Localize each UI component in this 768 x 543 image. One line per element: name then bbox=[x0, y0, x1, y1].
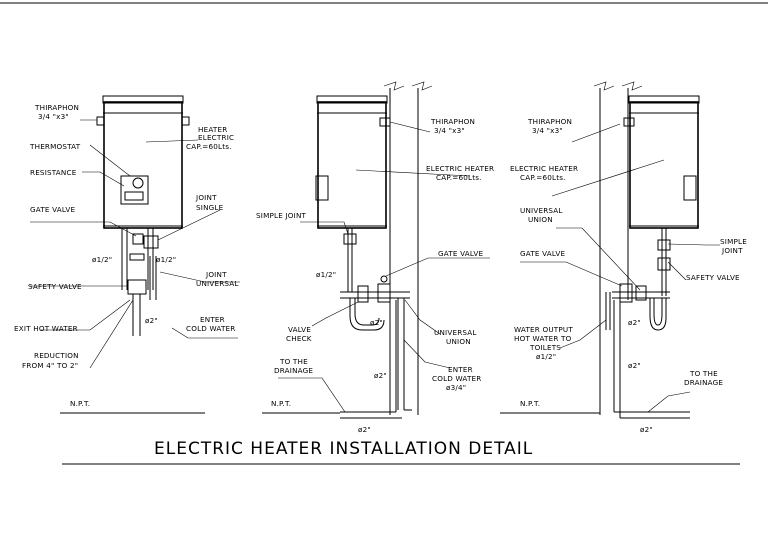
right-detail: THIRAPHON 3/4 "x3" ELECTRIC HEATER CAP.=… bbox=[500, 81, 747, 434]
label-thiraphon: THIRAPHON bbox=[34, 103, 79, 112]
middle-label-diameter-2c: ø2" bbox=[358, 425, 371, 434]
label-joint-universal-2: UNIVERSAL bbox=[196, 279, 239, 288]
middle-trap bbox=[349, 298, 385, 331]
middle-label-universal: UNIVERSAL bbox=[434, 328, 477, 337]
middle-label-cold-diameter: ø3/4" bbox=[446, 383, 466, 392]
right-label-simple: SIMPLE bbox=[720, 237, 747, 246]
label-diameter-2: ø2" bbox=[145, 316, 158, 325]
label-heater-capacity: CAP.=60Lts. bbox=[186, 142, 232, 151]
right-label-npt: N.P.T. bbox=[520, 399, 540, 408]
right-label-drainage: DRAINAGE bbox=[684, 378, 723, 387]
middle-detail: THIRAPHON 3/4 "x3" ELECTRIC HEATER CAP.=… bbox=[256, 81, 494, 434]
right-simple-joint bbox=[657, 239, 671, 251]
right-label-output-diameter: ø1/2" bbox=[536, 352, 556, 361]
right-label-gate-valve: GATE VALVE bbox=[520, 249, 565, 258]
bracket-right bbox=[181, 116, 190, 126]
right-label-universal: UNIVERSAL bbox=[520, 206, 563, 215]
label-joint-universal-1: JOINT bbox=[205, 270, 227, 279]
label-reduction-range: FROM 4" TO 2" bbox=[22, 361, 78, 370]
right-side-panel bbox=[683, 175, 697, 201]
middle-bracket bbox=[379, 117, 391, 127]
thermostat-dial bbox=[132, 177, 144, 189]
middle-label-diameter-2b: ø2" bbox=[374, 371, 387, 380]
middle-side-panel bbox=[315, 175, 329, 201]
gate-valve-left bbox=[132, 233, 144, 245]
right-label-joint: JOINT bbox=[721, 246, 743, 255]
middle-label-diameter-half: ø1/2" bbox=[316, 270, 336, 279]
right-label-capacity: CAP.=60Lts. bbox=[520, 173, 566, 182]
right-label-thiraphon-size: 3/4 "x3" bbox=[532, 126, 563, 135]
right-safety-valve bbox=[657, 257, 671, 271]
label-heater-electric: ELECTRIC bbox=[198, 133, 234, 142]
right-gate-valve bbox=[619, 283, 633, 303]
middle-label-gate-valve: GATE VALVE bbox=[438, 249, 483, 258]
bracket-left bbox=[96, 116, 105, 126]
right-bracket bbox=[623, 117, 635, 127]
right-heater-tank bbox=[629, 101, 699, 229]
middle-label-simple-joint: SIMPLE JOINT bbox=[256, 211, 307, 220]
middle-label-electric-heater: ELECTRIC HEATER bbox=[426, 164, 494, 173]
middle-label-drainage: DRAINAGE bbox=[274, 366, 313, 375]
label-diameter-right: ø1/2" bbox=[156, 255, 176, 264]
resistance-element bbox=[124, 191, 144, 201]
label-thermostat: THERMOSTAT bbox=[29, 142, 81, 151]
middle-label-cold-water: COLD WATER bbox=[432, 374, 482, 383]
right-label-hot-water: HOT WATER TO bbox=[514, 334, 572, 343]
right-label-diameter-2b: ø2" bbox=[628, 361, 641, 370]
right-label-union: UNION bbox=[528, 215, 553, 224]
label-exit-hot-water: EXIT HOT WATER bbox=[14, 324, 78, 333]
middle-gate-valve bbox=[377, 283, 391, 303]
label-heater: HEATER bbox=[198, 125, 227, 134]
right-label-diameter-2c: ø2" bbox=[640, 425, 653, 434]
right-label-thiraphon: THIRAPHON bbox=[527, 117, 572, 126]
label-safety-valve: SAFETY VALVE bbox=[28, 282, 82, 291]
middle-label-thiraphon: THIRAPHON bbox=[430, 117, 475, 126]
middle-valve-check bbox=[357, 285, 369, 303]
middle-label-union: UNION bbox=[446, 337, 471, 346]
middle-heater-tank bbox=[317, 101, 387, 229]
right-label-electric-heater: ELECTRIC HEATER bbox=[510, 164, 578, 173]
drawing-title: ELECTRIC HEATER INSTALLATION DETAIL bbox=[154, 439, 533, 459]
joint-single-fitting bbox=[143, 235, 159, 249]
label-gate-valve: GATE VALVE bbox=[30, 205, 75, 214]
middle-simple-joint bbox=[343, 233, 357, 245]
right-universal-union bbox=[635, 285, 647, 301]
right-label-to-the: TO THE bbox=[689, 369, 718, 378]
label-thiraphon-size: 3/4 "x3" bbox=[38, 112, 69, 121]
thermostat-box bbox=[120, 175, 149, 205]
middle-label-capacity: CAP.=60Lts. bbox=[436, 173, 482, 182]
label-resistance: RESISTANCE bbox=[30, 168, 77, 177]
right-label-water-output: WATER OUTPUT bbox=[514, 325, 573, 334]
right-label-diameter-2a: ø2" bbox=[628, 318, 641, 327]
middle-label-diameter-2a: ø2" bbox=[370, 318, 383, 327]
middle-label-thiraphon-size: 3/4 "x3" bbox=[434, 126, 465, 135]
safety-valve-body bbox=[127, 279, 147, 295]
label-diameter-left: ø1/2" bbox=[92, 255, 112, 264]
right-label-toilets: TOILETS bbox=[529, 343, 561, 352]
middle-label-valve: VALVE bbox=[288, 325, 311, 334]
label-npt-left: N.P.T. bbox=[70, 399, 90, 408]
right-label-safety-valve: SAFETY VALVE bbox=[686, 273, 740, 282]
right-trap bbox=[649, 298, 667, 331]
middle-label-to-the: TO THE bbox=[279, 357, 308, 366]
middle-label-check: CHECK bbox=[286, 334, 312, 343]
left-detail: THIRAPHON 3/4 "x3" HEATER ELECTRIC CAP.=… bbox=[14, 95, 240, 414]
middle-label-enter: ENTER bbox=[448, 365, 473, 374]
label-enter: ENTER bbox=[200, 315, 225, 324]
heater-tank bbox=[103, 101, 183, 229]
label-joint: JOINT bbox=[195, 193, 217, 202]
heater-top-cap bbox=[102, 95, 184, 104]
label-cold-water: COLD WATER bbox=[186, 324, 236, 333]
label-joint-single: SINGLE bbox=[196, 203, 224, 212]
middle-label-npt: N.P.T. bbox=[271, 399, 291, 408]
label-reduction: REDUCTION bbox=[34, 351, 79, 360]
